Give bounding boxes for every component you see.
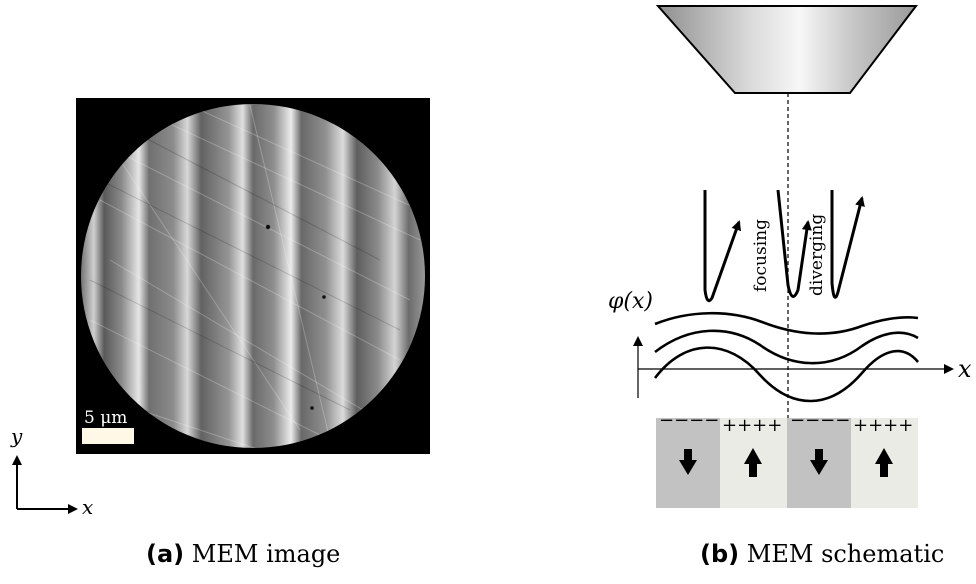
polarization-up-arrow-icon [875,448,893,477]
caption-a-text: MEM image [191,540,341,568]
coordinate-axes: y x [10,424,93,519]
caption-a: (a) MEM image [146,540,340,568]
polarization-down-arrow-icon [810,449,828,475]
surface-charge-negative-1: −−−− [659,410,719,431]
surface-charge-positive-2: ++++ [853,415,913,436]
objective-lens [655,5,919,94]
scale-bar-label: 5 μm [84,408,127,428]
equipotential-curve-3 [653,346,920,403]
polarization-arrows [679,448,893,477]
trajectory-focusing [703,190,742,303]
potential-label: φ(x) [608,289,653,314]
axis-x-label: x [82,495,93,519]
surface-charge-negative-2: −−−− [790,410,850,431]
trajectory-diverging [830,190,865,299]
equipotential-curves [653,311,920,403]
caption-b-text: MEM schematic [746,540,945,568]
mem-image: 5 μm [76,98,430,454]
equipotential-curve-2 [654,329,919,365]
focusing-label: focusing [751,219,771,292]
mem-schematic: focusing diverging φ(x) x −−−− ++++ −−−−… [608,5,972,508]
caption-a-tag: (a) [146,540,185,568]
x-axis-label: x [958,355,972,383]
domain-stack: −−−− ++++ −−−− ++++ [656,410,918,508]
diverging-label: diverging [807,214,827,296]
electron-trajectories [703,189,865,303]
polarization-up-arrow-icon [744,448,762,477]
equipotential-curve-1 [654,311,919,335]
scale-bar [82,428,134,444]
axis-y-label: y [10,424,23,448]
caption-b-tag: (b) [700,540,740,568]
caption-b: (b) MEM schematic [700,540,944,568]
mem-image-field [81,104,425,448]
surface-charge-positive-1: ++++ [722,415,782,436]
trajectory-center [776,189,812,298]
polarization-down-arrow-icon [679,449,697,475]
